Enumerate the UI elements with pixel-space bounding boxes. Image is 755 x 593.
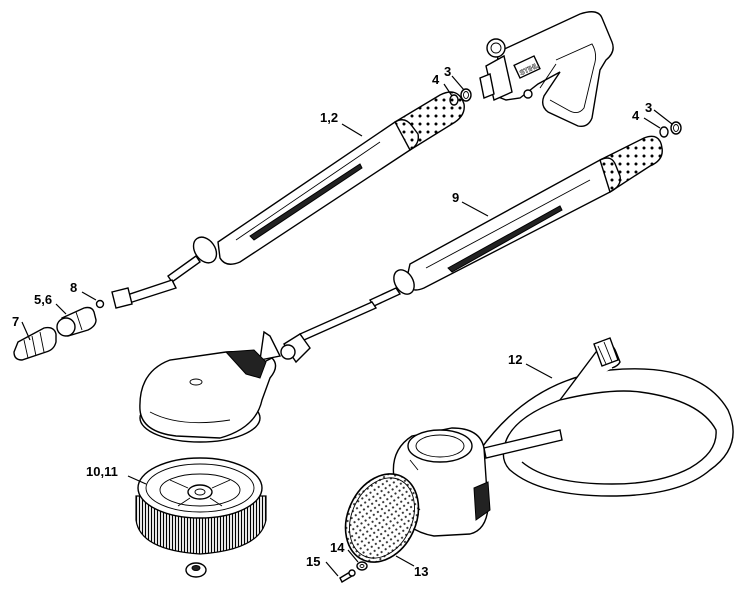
brush-adapter <box>185 562 207 578</box>
surface-cleaner-head <box>139 349 277 443</box>
nozzle-5-6 <box>56 306 97 337</box>
spray-lance <box>111 91 465 309</box>
screw-15 <box>339 569 356 583</box>
callout-13: 13 <box>414 564 428 579</box>
washer-14 <box>356 561 368 571</box>
callout-10-11: 10,11 <box>86 464 118 479</box>
callout-4a: 4 <box>432 72 440 87</box>
callout-8: 8 <box>70 280 77 295</box>
rotary-nozzle-7 <box>13 326 57 361</box>
spray-gun-handle: STIHL <box>479 11 614 128</box>
seal-ring-3b <box>670 121 682 135</box>
surface-cleaner-lance <box>259 135 663 364</box>
callout-12: 12 <box>508 352 522 367</box>
callout-4b: 4 <box>632 108 640 123</box>
callout-1-2: 1,2 <box>320 110 338 125</box>
callout-15: 15 <box>306 554 320 569</box>
callout-14: 14 <box>330 540 345 555</box>
nozzle-seal-8 <box>95 299 105 309</box>
seal-ring-4b <box>659 126 669 138</box>
filter-screen <box>344 473 420 563</box>
seal-ring-3a <box>460 88 472 102</box>
callout-3b: 3 <box>645 100 652 115</box>
rotary-brush <box>135 457 267 555</box>
callout-9: 9 <box>452 190 459 205</box>
callout-3a: 3 <box>444 64 451 79</box>
callout-7: 7 <box>12 314 19 329</box>
callout-5-6: 5,6 <box>34 292 52 307</box>
leader-lines <box>21 75 673 577</box>
hose <box>479 337 734 497</box>
